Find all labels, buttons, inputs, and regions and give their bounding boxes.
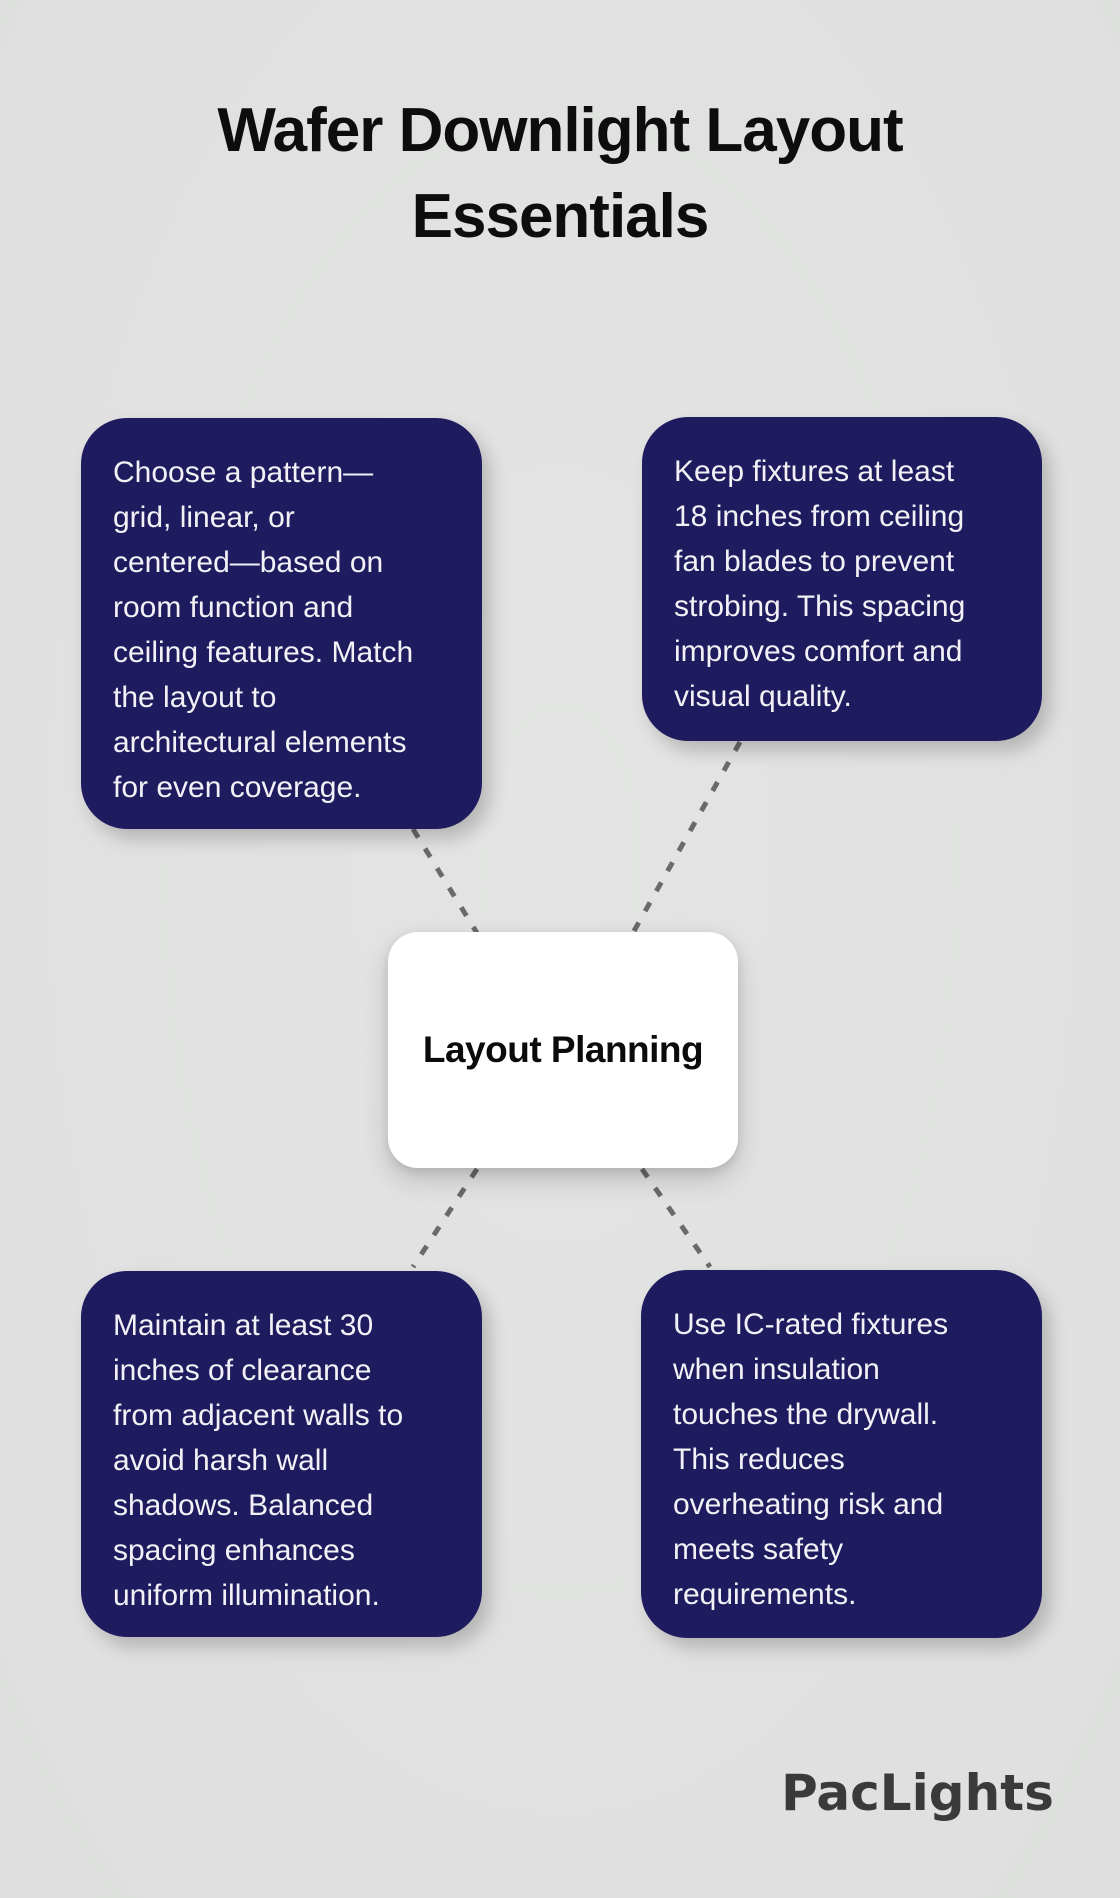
paclights-logo: PacLights xyxy=(781,1764,1054,1822)
info-card-text: Use IC-rated fixtures when insulation to… xyxy=(673,1308,949,1611)
info-card-bottom-left: Maintain at least 30 inches of clearance… xyxy=(81,1271,482,1637)
info-card-text: Maintain at least 30 inches of clearance… xyxy=(113,1309,404,1612)
connector-bottom-right xyxy=(639,1167,713,1269)
info-card-bottom-right: Use IC-rated fixtures when insulation to… xyxy=(641,1270,1042,1638)
info-card-top-left: Choose a pattern— grid, linear, or cente… xyxy=(81,418,482,829)
info-card-top-right: Keep fixtures at least 18 inches from ce… xyxy=(642,417,1042,741)
connector-bottom-left xyxy=(410,1167,480,1269)
connector-top-right xyxy=(631,740,743,933)
center-topic-node: Layout Planning xyxy=(388,932,738,1168)
info-card-text: Choose a pattern— grid, linear, or cente… xyxy=(113,456,414,804)
info-card-text: Keep fixtures at least 18 inches from ce… xyxy=(674,455,966,713)
connector-top-left xyxy=(410,827,480,935)
page-title: Wafer Downlight Layout Essentials xyxy=(217,96,903,251)
center-topic-label: Layout Planning xyxy=(422,1029,704,1070)
